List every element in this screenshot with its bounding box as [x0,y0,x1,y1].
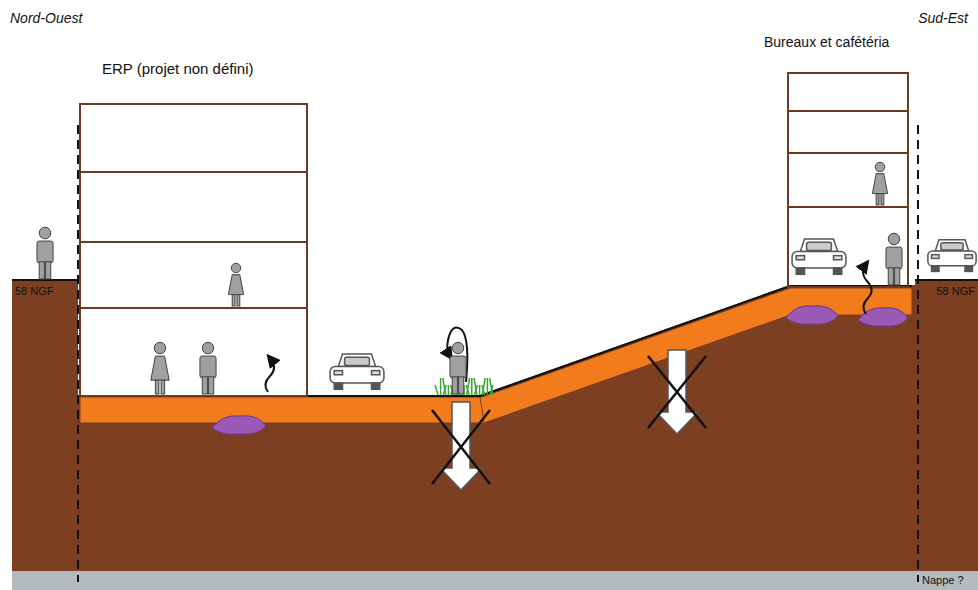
grass-blade [482,385,485,395]
person-female [151,342,169,394]
text-label: 58 NGF [936,285,975,297]
grass-blade [482,378,485,395]
grass-blade [440,378,442,395]
grass-blade [490,378,493,395]
grass-blade [487,378,489,395]
person-male [37,227,53,279]
person-male [200,342,216,394]
groundwater-band [12,571,978,590]
grass-blade [474,378,477,395]
grass-blade [435,385,438,395]
grass-blade [479,385,481,395]
person-female [872,162,887,205]
person-female [228,263,243,306]
office-building [788,73,908,287]
vapour-arrow [265,264,871,392]
erp-building [80,104,307,396]
person-male [886,233,902,285]
boundary-line [77,125,79,582]
pollution-spot [212,306,908,435]
car [792,239,846,274]
grass-blade [448,385,450,395]
fill-layer [80,288,912,423]
text-label: 58 NGF [15,285,54,297]
car [330,354,384,389]
text-label: ERP (projet non défini) [102,61,253,78]
ground [12,280,978,575]
boundary-line [917,125,919,582]
grass-blade [466,385,469,395]
grass-blade [471,378,473,395]
grass-blade [443,378,446,395]
text-label: Nord-Ouest [10,11,82,26]
text-label: Sud-Est [918,11,968,26]
text-label: Nappe ? [922,574,964,586]
text-label: Bureaux et cafétéria [764,35,889,50]
car [928,240,976,272]
blocked-infiltration-arrow [432,350,706,490]
person-male [450,342,466,394]
